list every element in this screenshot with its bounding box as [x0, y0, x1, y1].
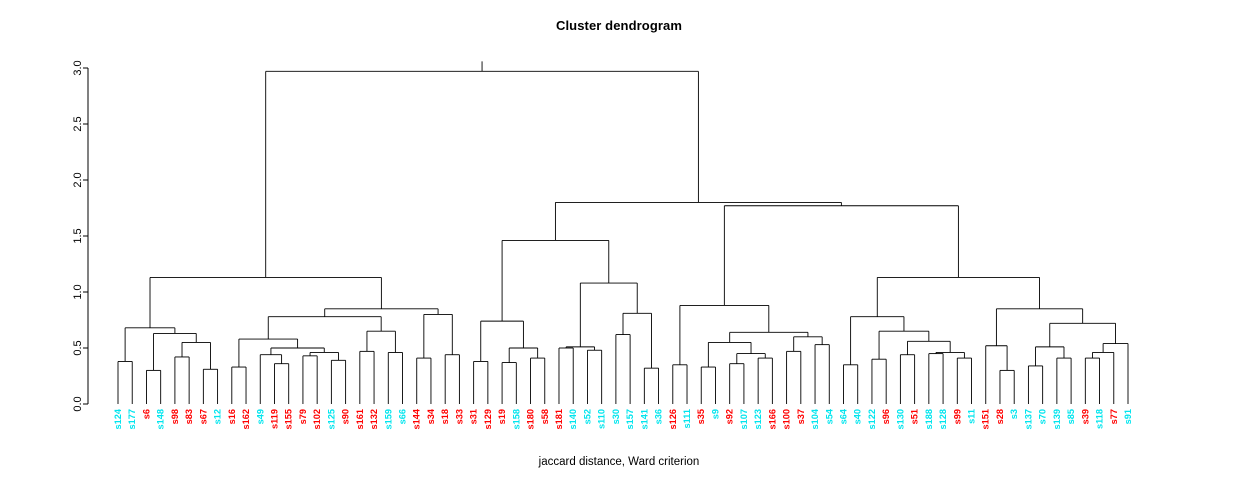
leaf-label-s141: s141 — [639, 409, 649, 429]
leaf-label-s19: s19 — [497, 409, 507, 424]
leaf-label-s28: s28 — [995, 409, 1005, 424]
leaf-label-s83: s83 — [184, 409, 194, 424]
leaf-label-s79: s79 — [298, 409, 308, 424]
y-axis-tick-label: 0.5 — [72, 340, 84, 355]
leaf-label-s139: s139 — [1052, 409, 1062, 429]
leaf-label-s111: s111 — [682, 409, 692, 428]
leaf-label-s34: s34 — [426, 408, 436, 424]
leaf-label-s40: s40 — [853, 409, 863, 424]
y-axis-tick-label: 1.5 — [72, 228, 84, 243]
leaf-label-s137: s137 — [1023, 409, 1033, 429]
leaf-label-s77: s77 — [1109, 409, 1119, 424]
leaf-label-s52: s52 — [582, 409, 592, 424]
leaf-label-s100: s100 — [782, 409, 792, 429]
leaf-label-s98: s98 — [170, 409, 180, 424]
leaf-label-s18: s18 — [440, 409, 450, 424]
leaf-label-s119: s119 — [269, 409, 279, 429]
leaf-label-s104: s104 — [810, 408, 820, 429]
leaf-label-s162: s162 — [241, 409, 251, 429]
leaf-label-s51: s51 — [910, 409, 920, 424]
leaf-label-s129: s129 — [483, 409, 493, 429]
leaf-label-s90: s90 — [341, 409, 351, 424]
leaf-label-s181: s181 — [554, 409, 564, 429]
leaf-label-s180: s180 — [526, 409, 536, 429]
leaf-label-s110: s110 — [597, 409, 607, 429]
leaf-label-s118: s118 — [1095, 409, 1105, 429]
leaf-label-s85: s85 — [1066, 409, 1076, 424]
leaf-label-s144: s144 — [412, 408, 422, 429]
leaf-label-s67: s67 — [198, 409, 208, 424]
leaf-label-s99: s99 — [952, 409, 962, 424]
leaf-label-s132: s132 — [369, 409, 379, 429]
leaf-label-s36: s36 — [654, 409, 664, 424]
page-title: Cluster dendrogram — [555, 18, 683, 33]
leaf-label-s161: s161 — [355, 409, 365, 429]
leaf-label-s130: s130 — [895, 409, 905, 429]
leaf-label-s158: s158 — [511, 409, 521, 429]
leaf-label-s6: s6 — [141, 409, 151, 419]
leaf-label-s33: s33 — [454, 409, 464, 424]
leaf-label-s140: s140 — [568, 409, 578, 429]
leaf-label-s166: s166 — [767, 409, 777, 429]
y-axis-tick-label: 3.0 — [72, 60, 84, 75]
y-axis-tick-label: 1.0 — [72, 284, 84, 299]
leaf-label-s31: s31 — [469, 409, 479, 424]
leaf-label-s188: s188 — [924, 409, 934, 429]
leaf-label-s58: s58 — [540, 409, 550, 424]
leaf-label-s39: s39 — [1080, 409, 1090, 424]
leaf-label-s3: s3 — [1009, 409, 1019, 419]
leaf-label-s155: s155 — [284, 409, 294, 429]
leaf-label-s177: s177 — [127, 409, 137, 429]
leaf-label-s9: s9 — [710, 409, 720, 419]
leaf-label-s12: s12 — [213, 409, 223, 424]
leaf-label-s96: s96 — [881, 409, 891, 424]
leaf-label-s49: s49 — [255, 409, 265, 424]
leaf-label-s92: s92 — [725, 409, 735, 424]
leaf-labels: s124 s177 s6 s148 s98 s83 s67 s12 s16 s162 s49 s119… — [113, 408, 1133, 429]
leaf-label-s128: s128 — [938, 409, 948, 429]
leaf-label-s148: s148 — [156, 409, 166, 429]
leaf-label-s123: s123 — [753, 409, 763, 429]
leaf-label-s91: s91 — [1123, 409, 1133, 424]
leaf-label-s102: s102 — [312, 409, 322, 429]
y-axis: 0.0 0.5 1.0 1.5 2.0 2.5 3.0 — [72, 60, 89, 412]
y-axis-tick-label: 2.5 — [72, 116, 84, 131]
x-axis-caption: jaccard distance, Ward criterion — [538, 456, 700, 468]
leaf-label-s66: s66 — [398, 409, 408, 424]
leaf-label-s124: s124 — [113, 408, 123, 429]
dendrogram-tree — [117, 61, 1129, 404]
y-axis-tick-label: 0.0 — [72, 396, 84, 411]
leaf-label-s37: s37 — [796, 409, 806, 424]
y-axis-tick-label: 2.0 — [72, 172, 84, 187]
leaf-label-s157: s157 — [625, 409, 635, 429]
leaf-label-s11: s11 — [967, 409, 977, 424]
leaf-label-s30: s30 — [611, 409, 621, 424]
leaf-label-s70: s70 — [1038, 409, 1048, 424]
leaf-label-s151: s151 — [981, 409, 991, 429]
leaf-label-s54: s54 — [824, 408, 834, 424]
leaf-label-s64: s64 — [838, 408, 848, 424]
leaf-label-s122: s122 — [867, 409, 877, 429]
leaf-label-s16: s16 — [227, 409, 237, 424]
leaf-label-s107: s107 — [739, 409, 749, 429]
leaf-label-s126: s126 — [668, 409, 678, 429]
leaf-label-s159: s159 — [383, 409, 393, 429]
leaf-label-s125: s125 — [326, 409, 336, 429]
leaf-label-s35: s35 — [696, 409, 706, 424]
